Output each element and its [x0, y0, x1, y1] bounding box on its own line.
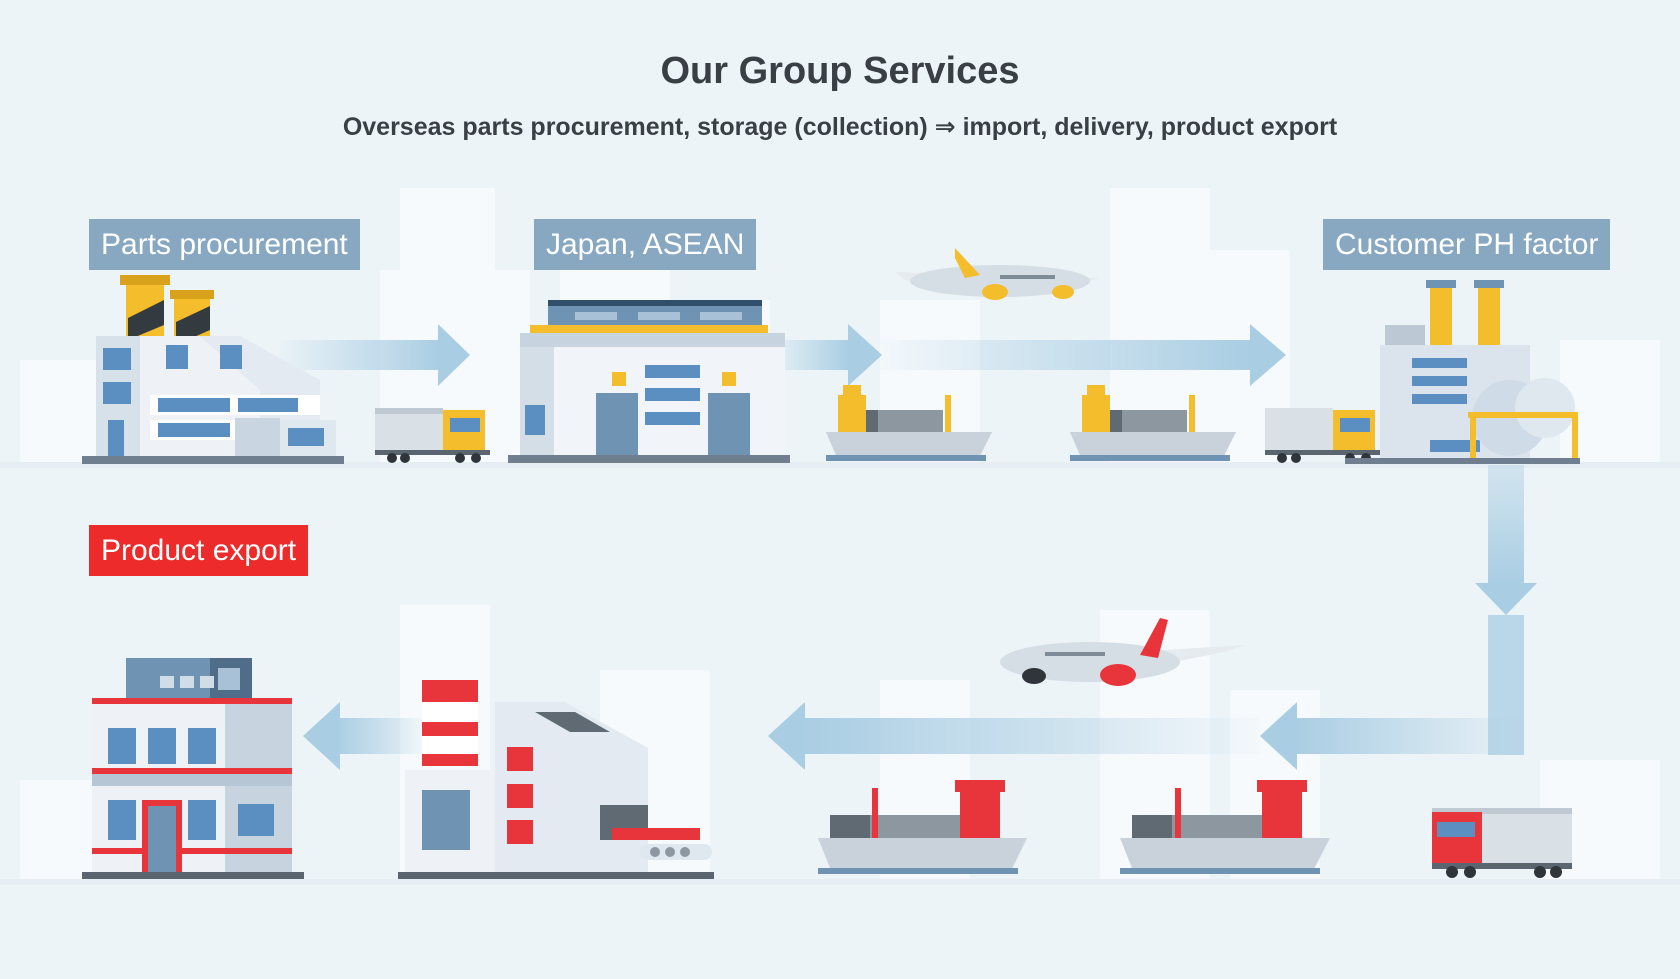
- airplane-icon: [1000, 618, 1245, 686]
- ground-top: [0, 462, 1680, 468]
- cargo-ship-icon: [1070, 385, 1236, 461]
- flow-arrow-1: [280, 324, 470, 386]
- page-title: Our Group Services: [660, 50, 1020, 92]
- label-product-export: Product export: [89, 525, 309, 576]
- ground-bottom: [0, 879, 1680, 885]
- airplane-icon: [895, 248, 1100, 300]
- flow-arrow-6: [303, 702, 425, 770]
- label-japan-asean: Japan, ASEAN: [534, 219, 757, 270]
- warehouse-icon: [508, 300, 790, 463]
- factory-icon: [82, 275, 344, 464]
- label-parts-procurement: Parts procurement: [89, 219, 360, 270]
- cargo-ship-icon: [1120, 780, 1330, 874]
- truck-icon: [1432, 808, 1572, 878]
- flow-arrow-3: [880, 324, 1286, 386]
- office-building-icon: [82, 658, 304, 879]
- page-subtitle: Overseas parts procurement, storage (col…: [342, 113, 1338, 141]
- cargo-ship-icon: [818, 780, 1027, 874]
- label-customer-factory: Customer PH factor: [1323, 219, 1611, 270]
- factory-icon: [398, 680, 714, 879]
- flow-arrow-down: [1475, 465, 1537, 755]
- flow-arrow-4: [1260, 702, 1524, 770]
- cargo-ship-icon: [826, 385, 992, 461]
- flow-arrow-2: [770, 324, 882, 386]
- flow-arrow-5: [768, 702, 1260, 770]
- truck-icon: [375, 408, 490, 463]
- factory-icon: [1345, 280, 1580, 464]
- truck-icon: [1265, 408, 1380, 463]
